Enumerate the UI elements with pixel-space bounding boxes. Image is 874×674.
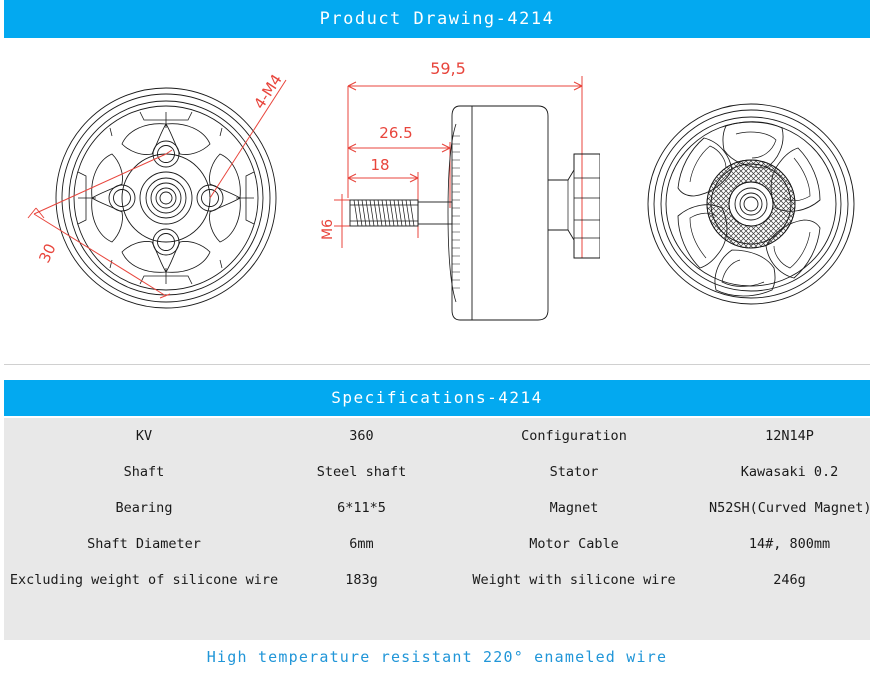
dimension-label-thread-length: 18 [370, 156, 389, 174]
dimension-label-thread-callout: 4-M4 [250, 71, 285, 112]
spec-value: 360 [349, 428, 374, 444]
spec-label: KV [135, 428, 153, 444]
spec-label: Excluding weight of silicone wire [9, 572, 279, 588]
spec-value: 246g [773, 572, 806, 588]
spec-label: Bearing [115, 500, 173, 516]
dimension-label-mid-length: 26.5 [379, 124, 412, 142]
spec-value: 6mm [349, 536, 374, 552]
spec-value: 183g [345, 572, 378, 588]
table-row: KV 360 Configuration 12N14P [4, 418, 870, 454]
dimension-label-bolt-circle: 30 [35, 241, 59, 266]
spec-label: Stator [549, 464, 599, 480]
spec-label: Shaft [123, 464, 165, 480]
spec-value: 12N14P [765, 428, 814, 444]
specifications-banner: Specifications-4214 [4, 380, 870, 416]
motor-top-view [647, 103, 855, 305]
spec-value: 6*11*5 [337, 500, 386, 516]
spec-label: Shaft Diameter [87, 536, 201, 552]
motor-bottom-view: 4-M4 30 [27, 71, 287, 309]
table-row: Excluding weight of silicone wire 183g W… [4, 562, 870, 598]
table-row: Shaft Steel shaft Stator Kawasaki 0.2 [4, 454, 870, 490]
section-divider [4, 364, 870, 365]
drawing-area: 4-M4 30 [0, 38, 874, 368]
spec-value: Kawasaki 0.2 [740, 464, 839, 480]
table-row: Shaft Diameter 6mm Motor Cable 14#, 800m… [4, 526, 870, 562]
spec-value: N52SH(Curved Magnet) [709, 500, 870, 516]
footer-note: High temperature resistant 220° enameled… [206, 648, 668, 666]
spec-label: Magnet [549, 500, 599, 516]
spec-label: Configuration [521, 428, 627, 444]
motor-side-view: 59,5 26.5 18 M6 [320, 59, 600, 321]
product-drawing-banner: Product Drawing-4214 [4, 0, 870, 38]
spec-value: 14#, 800mm [748, 536, 831, 552]
spec-label: Motor Cable [529, 536, 619, 552]
specifications-table: KV 360 Configuration 12N14P Shaft Steel … [4, 418, 870, 640]
table-row: Bearing 6*11*5 Magnet N52SH(Curved Magne… [4, 490, 870, 526]
spec-label: Weight with silicone wire [472, 572, 676, 588]
dimension-label-shaft-thread: M6 [320, 219, 336, 240]
dimension-label-overall-length: 59,5 [430, 59, 466, 78]
spec-value: Steel shaft [316, 464, 407, 480]
